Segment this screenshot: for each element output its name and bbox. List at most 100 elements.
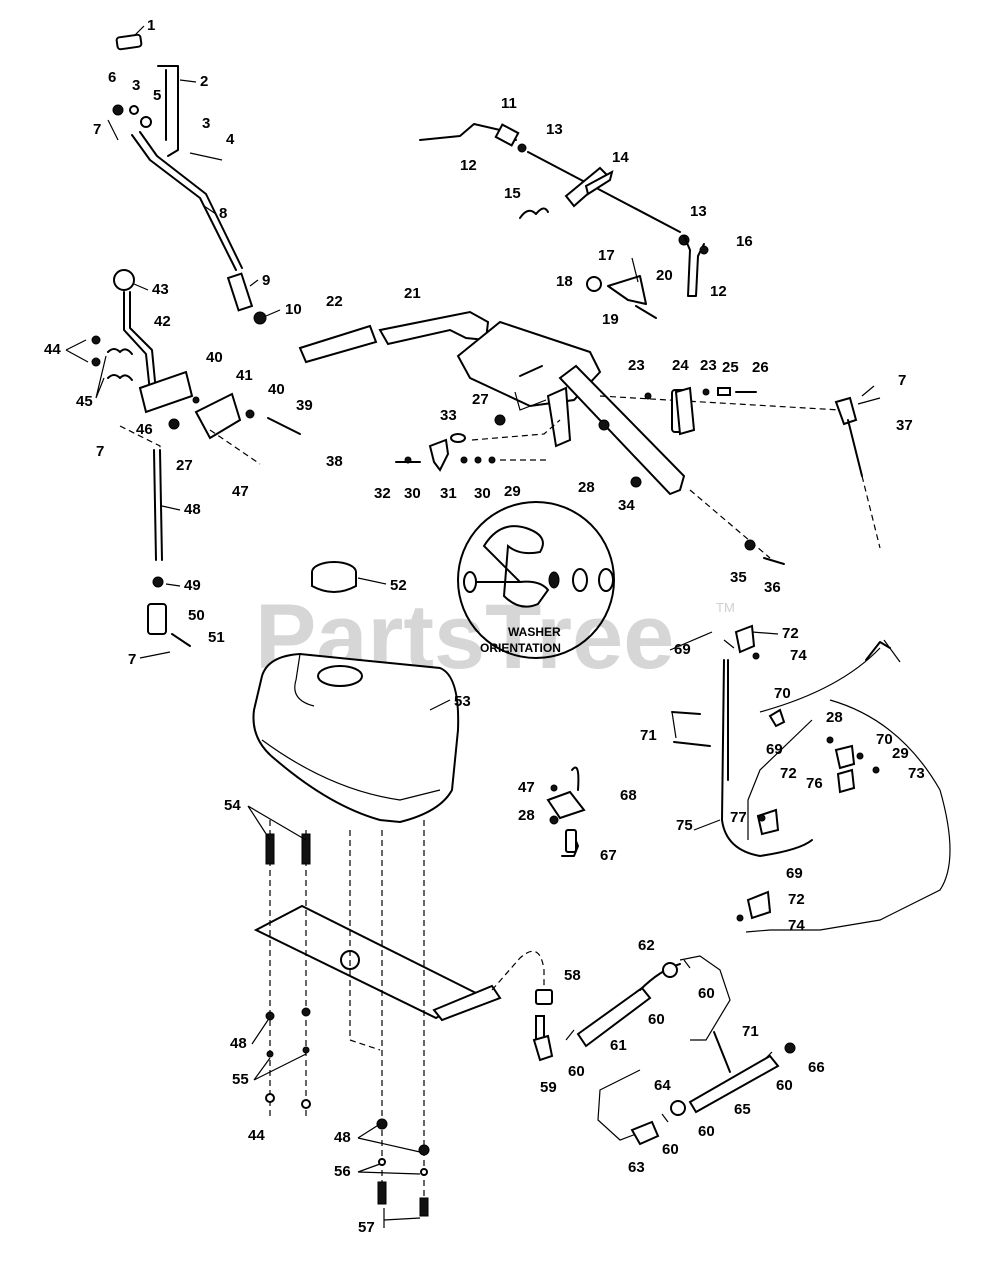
callout-65: 65 bbox=[734, 1101, 751, 1118]
callout-1: 1 bbox=[147, 17, 155, 34]
callout-40a: 40 bbox=[206, 349, 223, 366]
callout-66: 66 bbox=[808, 1059, 825, 1076]
callout-57: 57 bbox=[358, 1219, 375, 1236]
callout-28a: 28 bbox=[578, 479, 595, 496]
callout-73: 73 bbox=[908, 765, 925, 782]
callout-24: 24 bbox=[672, 357, 689, 374]
callout-72b: 72 bbox=[780, 765, 797, 782]
callout-31: 31 bbox=[440, 485, 457, 502]
callout-12b: 12 bbox=[710, 283, 727, 300]
callout-74a: 74 bbox=[790, 647, 807, 664]
callout-44b: 44 bbox=[248, 1127, 265, 1144]
callout-30b: 30 bbox=[474, 485, 491, 502]
callout-60b: 60 bbox=[648, 1011, 665, 1028]
callout-62: 62 bbox=[638, 937, 655, 954]
callout-45: 45 bbox=[76, 393, 93, 410]
callout-19: 19 bbox=[602, 311, 619, 328]
callout-labels: 1 2 3 3 4 5 6 7 8 9 10 11 12 12 13 13 14… bbox=[44, 17, 925, 1236]
callout-25: 25 bbox=[722, 359, 739, 376]
callout-33: 33 bbox=[440, 407, 457, 424]
callout-9: 9 bbox=[262, 272, 270, 289]
callout-27a: 27 bbox=[176, 457, 193, 474]
callout-7a: 7 bbox=[93, 121, 101, 138]
callout-60d: 60 bbox=[662, 1141, 679, 1158]
callout-49: 49 bbox=[184, 577, 201, 594]
callout-58: 58 bbox=[564, 967, 581, 984]
callout-23a: 23 bbox=[628, 357, 645, 374]
callout-55: 55 bbox=[232, 1071, 249, 1088]
leader-lines bbox=[65, 25, 779, 1228]
callout-67: 67 bbox=[600, 847, 617, 864]
callout-13b: 13 bbox=[690, 203, 707, 220]
callout-42: 42 bbox=[154, 313, 171, 330]
fuel-tank-assembly bbox=[252, 561, 545, 1220]
callout-29b: 29 bbox=[892, 745, 909, 762]
callout-27b: 27 bbox=[472, 391, 489, 408]
callout-69a: 69 bbox=[674, 641, 691, 658]
callout-17: 17 bbox=[598, 247, 615, 264]
callout-71b: 71 bbox=[640, 727, 657, 744]
callout-75: 75 bbox=[676, 817, 693, 834]
handle-bracket-assembly bbox=[298, 310, 881, 565]
callout-32: 32 bbox=[374, 485, 391, 502]
callout-72a: 72 bbox=[782, 625, 799, 642]
callout-10: 10 bbox=[285, 301, 302, 318]
callout-5: 5 bbox=[153, 87, 161, 104]
washer-note-line2: ORIENTATION bbox=[480, 641, 561, 655]
wiring-assembly bbox=[546, 624, 951, 933]
callout-4: 4 bbox=[226, 131, 235, 148]
callout-35: 35 bbox=[730, 569, 747, 586]
callout-60f: 60 bbox=[776, 1077, 793, 1094]
callout-13a: 13 bbox=[546, 121, 563, 138]
fuel-line-assembly bbox=[532, 955, 796, 1146]
callout-69c: 69 bbox=[786, 865, 803, 882]
callout-64: 64 bbox=[654, 1077, 671, 1094]
callout-54: 54 bbox=[224, 797, 241, 814]
callout-28c: 28 bbox=[826, 709, 843, 726]
callout-34: 34 bbox=[618, 497, 635, 514]
callout-60c: 60 bbox=[698, 985, 715, 1002]
callout-52: 52 bbox=[390, 577, 407, 594]
callout-48b: 48 bbox=[230, 1035, 247, 1052]
callout-38: 38 bbox=[326, 453, 343, 470]
watermark-trademark: TM bbox=[716, 600, 735, 615]
callout-50: 50 bbox=[188, 607, 205, 624]
callout-3: 3 bbox=[132, 77, 140, 94]
callout-71a: 71 bbox=[742, 1023, 759, 1040]
callout-60e: 60 bbox=[698, 1123, 715, 1140]
callout-16: 16 bbox=[736, 233, 753, 250]
callout-48c: 48 bbox=[334, 1129, 351, 1146]
callout-7d: 7 bbox=[128, 651, 136, 668]
washer-orientation-detail: WASHER ORIENTATION bbox=[457, 501, 615, 659]
callout-8: 8 bbox=[219, 205, 227, 222]
washer-note-line1: WASHER bbox=[508, 625, 561, 639]
callout-7c: 7 bbox=[96, 443, 104, 460]
callout-41: 41 bbox=[236, 367, 253, 384]
callout-51: 51 bbox=[208, 629, 225, 646]
callout-44a: 44 bbox=[44, 341, 61, 358]
callout-15: 15 bbox=[504, 185, 521, 202]
callout-23b: 23 bbox=[700, 357, 717, 374]
callout-29a: 29 bbox=[504, 483, 521, 500]
callout-2: 2 bbox=[200, 73, 208, 90]
callout-14: 14 bbox=[612, 149, 629, 166]
callout-77: 77 bbox=[730, 809, 747, 826]
callout-70b: 70 bbox=[876, 731, 893, 748]
callout-69b: 69 bbox=[766, 741, 783, 758]
callout-6: 6 bbox=[108, 69, 116, 86]
callout-43: 43 bbox=[152, 281, 169, 298]
callout-72c: 72 bbox=[788, 891, 805, 908]
callout-46: 46 bbox=[136, 421, 153, 438]
callout-26: 26 bbox=[752, 359, 769, 376]
callout-56: 56 bbox=[334, 1163, 351, 1180]
shift-lever-assembly bbox=[91, 269, 301, 659]
callout-40b: 40 bbox=[268, 381, 285, 398]
callout-3b: 3 bbox=[202, 115, 210, 132]
callout-30a: 30 bbox=[404, 485, 421, 502]
callout-20: 20 bbox=[656, 267, 673, 284]
callout-28b: 28 bbox=[518, 807, 535, 824]
callout-61: 61 bbox=[610, 1037, 627, 1054]
callout-68: 68 bbox=[620, 787, 637, 804]
callout-63: 63 bbox=[628, 1159, 645, 1176]
